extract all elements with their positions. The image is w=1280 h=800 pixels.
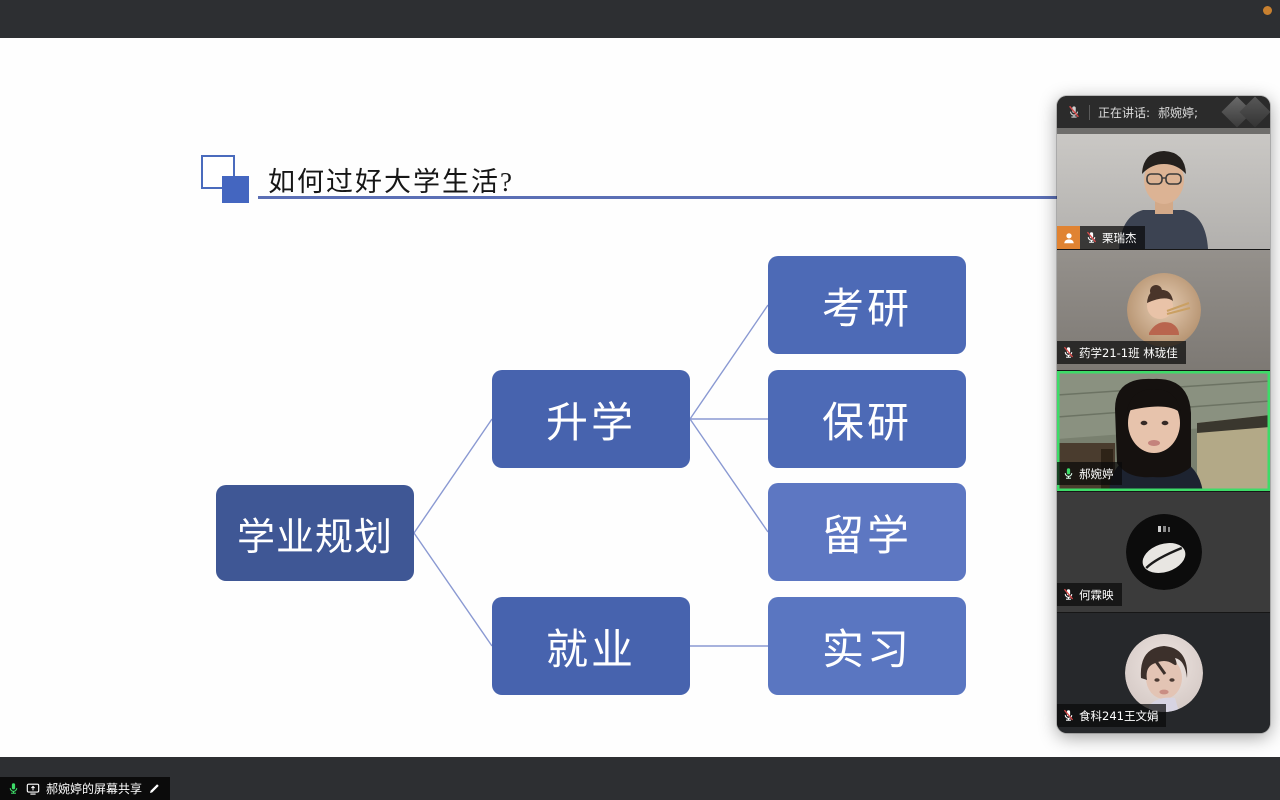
participant-badge-row: 栗瑞杰 bbox=[1057, 226, 1145, 249]
diagram-node-grad-exam: 考研 bbox=[768, 256, 966, 354]
participant-badge-row: 郝婉婷 bbox=[1057, 462, 1122, 485]
speaking-label: 正在讲话: bbox=[1098, 105, 1151, 120]
mic-muted-icon bbox=[1086, 231, 1097, 243]
layout-switch-icon[interactable] bbox=[1221, 96, 1270, 128]
participant-tile-he-linying[interactable]: 何霖映 bbox=[1057, 491, 1270, 612]
window-bottom-bar: 郝婉婷的屏幕共享 bbox=[0, 757, 1280, 800]
screen-share-icon bbox=[26, 783, 40, 795]
slide-title: 如何过好大学生活? bbox=[268, 167, 514, 197]
mic-muted-icon bbox=[1063, 346, 1074, 358]
diagram-node-internship: 实习 bbox=[768, 597, 966, 695]
screen-share-label: 郝婉婷的屏幕共享 bbox=[46, 782, 143, 796]
participant-badge-row: 何霖映 bbox=[1057, 583, 1122, 606]
participant-name: 食科241王文娟 bbox=[1079, 708, 1159, 723]
mic-muted-icon bbox=[1063, 709, 1074, 721]
participant-badge-row: 食科241王文娟 bbox=[1057, 704, 1167, 727]
avatar bbox=[1126, 273, 1201, 347]
window-title-bar bbox=[0, 0, 1280, 38]
diagram-node-employment: 就业 bbox=[492, 597, 690, 695]
pencil-icon[interactable] bbox=[148, 782, 161, 795]
participant-name: 郝婉婷 bbox=[1079, 466, 1114, 481]
header-divider bbox=[1089, 104, 1090, 120]
mic-muted-icon bbox=[1069, 105, 1079, 118]
host-indicator-icon bbox=[1057, 226, 1080, 249]
speaker-names: 郝婉婷; bbox=[1158, 105, 1199, 120]
participant-tile-lin-longjia[interactable]: 药学21-1班 林珑佳 bbox=[1057, 249, 1270, 370]
participant-tile-hao-wanting[interactable]: 郝婉婷 bbox=[1057, 370, 1270, 491]
diagram-node-further-study: 升学 bbox=[492, 370, 690, 468]
participant-name: 栗瑞杰 bbox=[1102, 230, 1137, 245]
avatar bbox=[1124, 634, 1203, 712]
notification-dot bbox=[1263, 6, 1272, 15]
diagram-node-recommendation: 保研 bbox=[768, 370, 966, 468]
participant-name: 药学21-1班 林珑佳 bbox=[1079, 345, 1178, 360]
title-underline-rule bbox=[258, 196, 1057, 199]
participant-name: 何霖映 bbox=[1079, 587, 1114, 602]
participant-tile-wang-wenjuan[interactable]: 食科241王文娟 bbox=[1057, 612, 1270, 733]
diagram-node-academic-planning: 学业规划 bbox=[216, 485, 414, 581]
participant-tile-li-ruijie[interactable]: 栗瑞杰 bbox=[1057, 128, 1270, 249]
diagram-node-study-abroad: 留学 bbox=[768, 483, 966, 581]
mic-active-icon bbox=[9, 783, 18, 794]
avatar bbox=[1125, 514, 1202, 590]
participants-panel-header[interactable]: 正在讲话: 郝婉婷; bbox=[1057, 96, 1270, 128]
mic-muted-icon bbox=[1063, 588, 1074, 600]
title-decoration-square-filled bbox=[222, 176, 249, 203]
participant-badge-row: 药学21-1班 林珑佳 bbox=[1057, 341, 1186, 364]
mic-active-icon bbox=[1064, 468, 1073, 479]
screen-share-status-chip: 郝婉婷的屏幕共享 bbox=[0, 777, 171, 800]
participants-panel: 正在讲话: 郝婉婷; bbox=[1057, 96, 1270, 733]
